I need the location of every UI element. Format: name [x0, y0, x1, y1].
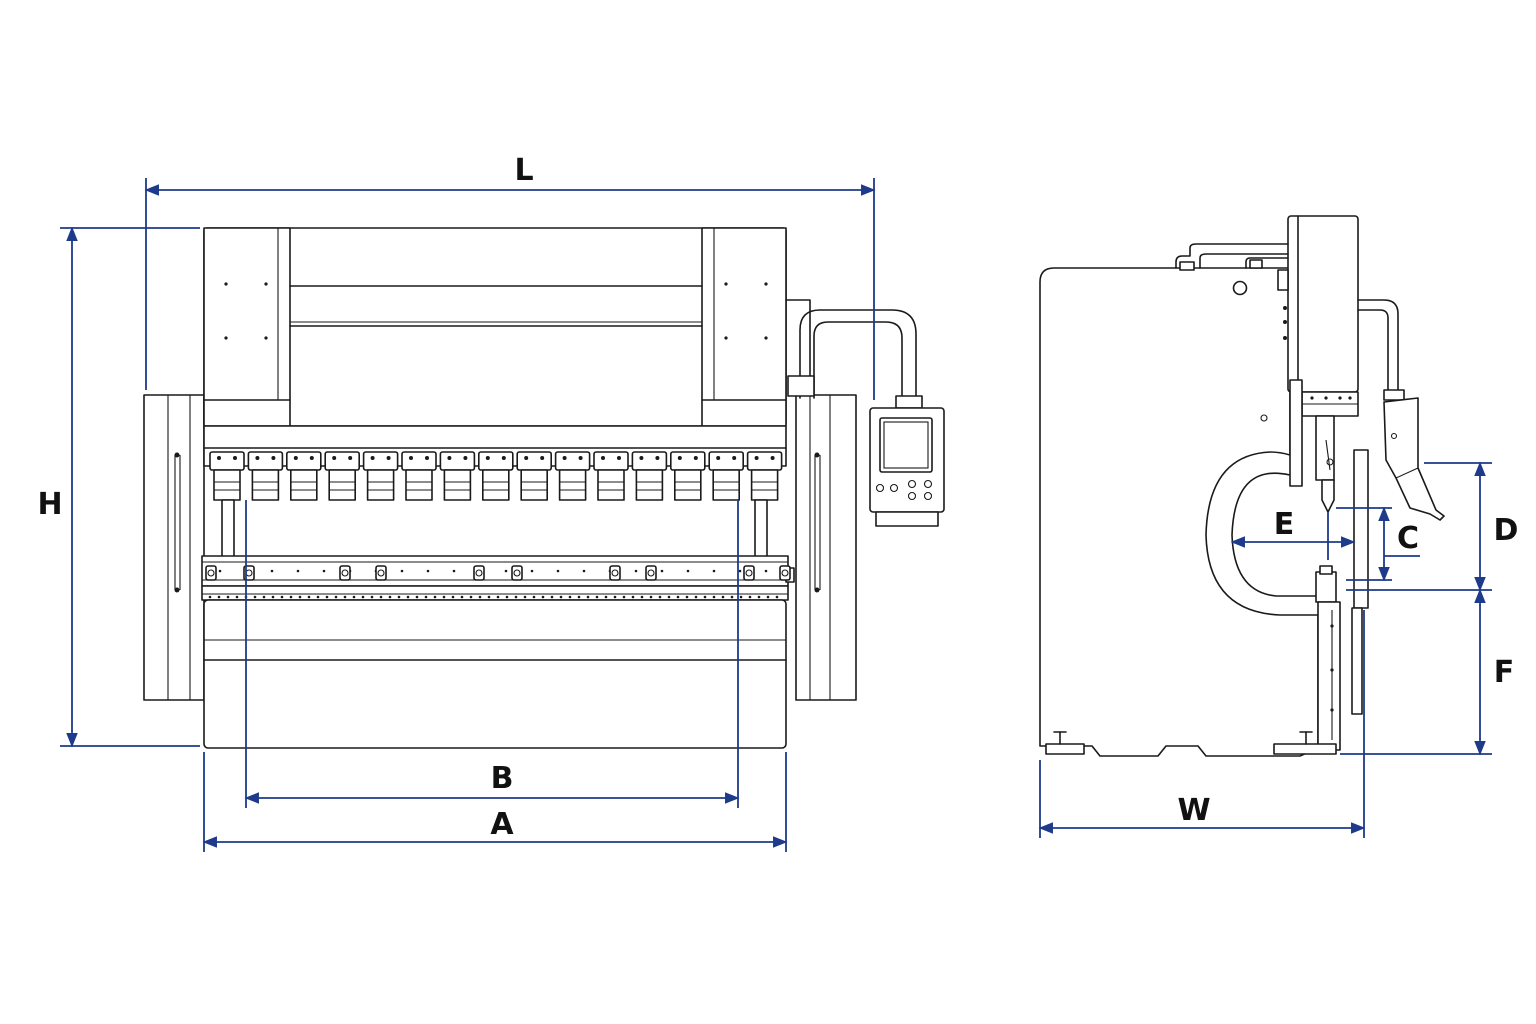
punch-clamp-icon	[631, 451, 668, 501]
side-view	[1039, 215, 1445, 757]
punch-clamp-icon	[285, 451, 322, 501]
side-ram	[1289, 379, 1303, 487]
dim-label-F: F	[1494, 655, 1515, 690]
backgauge-finger	[779, 565, 791, 581]
dimension-C: C	[1336, 506, 1420, 582]
dim-label-A: A	[490, 807, 514, 842]
dimension-B: B	[244, 500, 740, 808]
punch-clamp-icon	[708, 451, 745, 501]
dimension-H: H	[37, 226, 200, 748]
punch-clamp-icon	[209, 451, 245, 501]
backgauge-finger	[645, 565, 657, 581]
punch-clamp-icon	[324, 451, 361, 501]
punch-clamp-icon	[516, 451, 553, 501]
dimension-A: A	[202, 752, 788, 852]
backgauge-finger	[473, 565, 485, 581]
punch-clamp-icon	[746, 451, 783, 501]
backgauge-finger	[205, 565, 217, 581]
punch-clamp-icon	[439, 451, 476, 501]
side-control-pendant	[1383, 397, 1445, 521]
dim-label-C: C	[1397, 521, 1419, 556]
dimension-L: L	[144, 153, 876, 400]
die-holder-dots	[208, 569, 779, 599]
guide-rods	[221, 499, 768, 561]
control-panel-icon	[869, 407, 945, 527]
backgauge-finger	[375, 565, 387, 581]
dim-label-D: D	[1494, 513, 1519, 548]
backgauge-finger	[743, 565, 755, 581]
top-tool-clamps	[209, 451, 783, 501]
side-dimensions: W E C D F	[1038, 461, 1519, 838]
left-side-housing	[143, 394, 205, 701]
punch-clamp-icon	[593, 451, 629, 501]
dim-label-L: L	[514, 153, 533, 188]
dimension-F: F	[1340, 588, 1515, 756]
dimension-D: D	[1346, 461, 1519, 592]
dim-label-B: B	[491, 761, 514, 796]
punch-clamp-icon	[247, 451, 284, 501]
lower-die	[1315, 571, 1337, 603]
punch-clamp-icon	[669, 451, 706, 501]
dim-label-E: E	[1274, 507, 1295, 542]
punch-clamp-icon	[554, 451, 591, 501]
dimension-W: W	[1038, 610, 1366, 838]
backgauge-finger	[609, 565, 621, 581]
backgauge-finger	[339, 565, 351, 581]
dim-label-H: H	[37, 487, 62, 522]
backgauge-finger	[511, 565, 523, 581]
lower-die-table	[201, 555, 795, 749]
front-dimensions: L H B A	[37, 153, 876, 852]
side-frame	[1039, 267, 1319, 757]
controller-arm	[785, 299, 923, 409]
punch-clamp-icon	[477, 451, 514, 501]
front-view	[143, 227, 945, 749]
punch-clamp-icon	[362, 451, 399, 501]
right-side-housing	[795, 394, 857, 701]
punch-clamp-icon	[401, 451, 437, 501]
dimension-E: E	[1230, 507, 1356, 560]
punch	[1321, 479, 1335, 513]
upper-frame	[203, 227, 787, 427]
dim-label-W: W	[1177, 793, 1210, 828]
